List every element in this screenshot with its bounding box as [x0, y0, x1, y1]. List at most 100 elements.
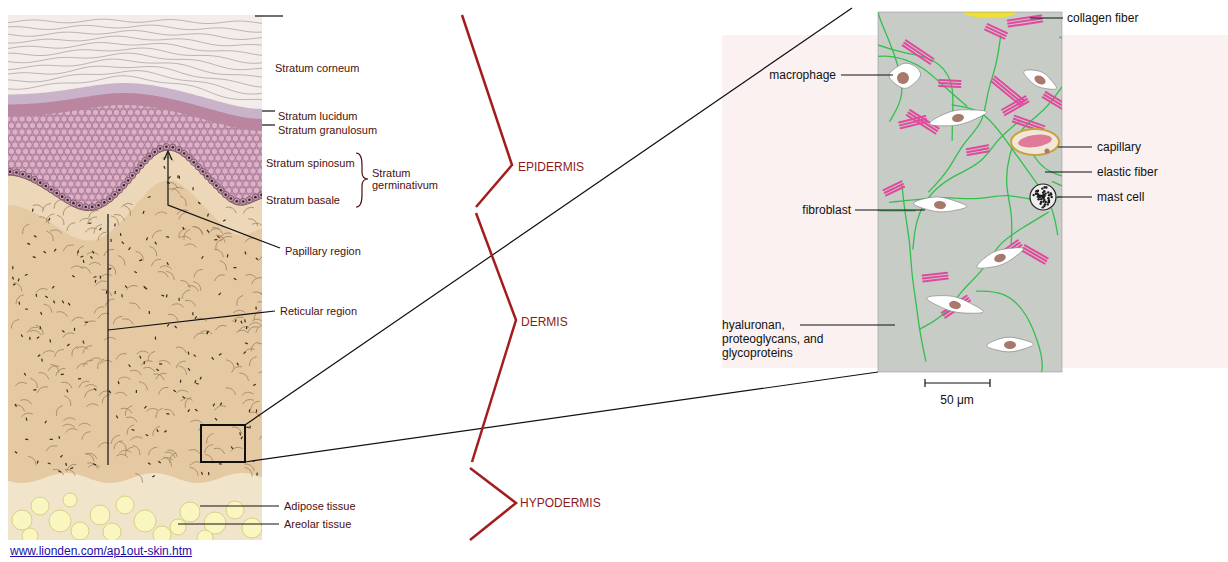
tissue-label: Adipose tissue	[284, 500, 356, 512]
cell	[183, 161, 190, 168]
cell	[50, 174, 57, 181]
cell	[89, 194, 96, 201]
cell	[33, 207, 40, 214]
fiber-mark	[140, 359, 152, 365]
cell	[99, 122, 106, 129]
granule	[1047, 201, 1049, 203]
cell	[229, 168, 236, 175]
cell	[40, 194, 47, 201]
mast-cell	[1030, 184, 1056, 210]
cell	[96, 155, 103, 162]
fiber-mark	[232, 425, 243, 434]
cell	[138, 207, 145, 214]
cell	[187, 116, 194, 123]
cell	[61, 129, 68, 136]
cell-mark	[215, 418, 217, 420]
cell	[131, 181, 138, 188]
cell-mark	[239, 432, 241, 435]
cell-mark	[58, 471, 61, 473]
cell	[141, 213, 148, 220]
fiber-mark	[193, 331, 205, 339]
cell-mark	[18, 302, 20, 305]
fiber-mark	[190, 420, 202, 424]
fiber-mark	[190, 466, 200, 476]
collagen-fiber	[923, 279, 948, 282]
cell	[190, 187, 197, 194]
granule	[1041, 187, 1043, 189]
fiber-mark	[33, 203, 45, 210]
cell-mark	[144, 361, 145, 364]
cell	[43, 135, 50, 142]
cell	[232, 174, 239, 181]
nucleus	[1033, 74, 1047, 87]
cell-mark	[207, 331, 209, 333]
fiber-mark	[62, 331, 74, 337]
fat-cell	[71, 522, 89, 540]
cell	[131, 155, 138, 162]
cell	[201, 142, 208, 149]
leader-line	[1045, 171, 1092, 172]
cell-mark	[217, 236, 219, 238]
fiber-mark	[30, 329, 42, 335]
cell	[8, 161, 15, 168]
cell	[68, 129, 75, 136]
fiber-mark	[21, 223, 29, 234]
cell-mark	[188, 368, 190, 370]
cell	[246, 187, 253, 194]
fiber-mark	[244, 236, 256, 242]
dermis	[8, 90, 262, 540]
cell	[106, 135, 113, 142]
cell	[64, 161, 71, 168]
cell	[75, 181, 82, 188]
fiber-mark	[129, 301, 141, 309]
fiber-mark	[80, 430, 91, 440]
granule	[1042, 196, 1044, 198]
fiber-mark	[226, 205, 238, 213]
cell	[145, 194, 152, 201]
nucleus	[230, 197, 233, 200]
cell	[232, 148, 239, 155]
cell	[8, 142, 11, 149]
cell-mark	[175, 326, 177, 328]
collagen-fiber	[939, 83, 960, 84]
cell-mark	[88, 222, 91, 223]
cell	[82, 181, 89, 188]
fiber-mark	[189, 460, 201, 466]
cell-mark	[99, 228, 101, 230]
fiber-mark	[43, 302, 53, 312]
cell	[54, 129, 61, 136]
cell	[57, 135, 64, 142]
cell	[15, 148, 22, 155]
collagen-fiber	[886, 187, 904, 196]
basal-cell	[228, 195, 234, 201]
cell	[152, 207, 159, 214]
cell	[113, 148, 120, 155]
cell	[68, 207, 75, 214]
cell-mark	[132, 429, 135, 431]
cell	[239, 161, 246, 168]
cell	[169, 135, 176, 142]
cell	[173, 168, 180, 175]
cell	[218, 135, 225, 142]
cell	[8, 200, 15, 207]
cell	[211, 213, 218, 220]
cell	[99, 187, 106, 194]
cell	[12, 207, 19, 214]
cell	[36, 213, 43, 220]
cell	[215, 207, 222, 214]
cell-mark	[78, 378, 81, 379]
cell-mark	[44, 251, 46, 253]
cell-mark	[219, 293, 221, 295]
cell	[152, 181, 159, 188]
cell	[47, 207, 54, 214]
cell-mark	[106, 291, 107, 294]
cell	[246, 213, 253, 220]
cell	[239, 135, 246, 142]
cell-mark	[196, 383, 199, 385]
cell-mark	[61, 374, 64, 376]
nucleus	[45, 185, 48, 188]
fiber-mark	[176, 390, 188, 394]
cell	[127, 109, 134, 116]
cell	[15, 122, 22, 129]
cell-mark	[237, 363, 238, 366]
